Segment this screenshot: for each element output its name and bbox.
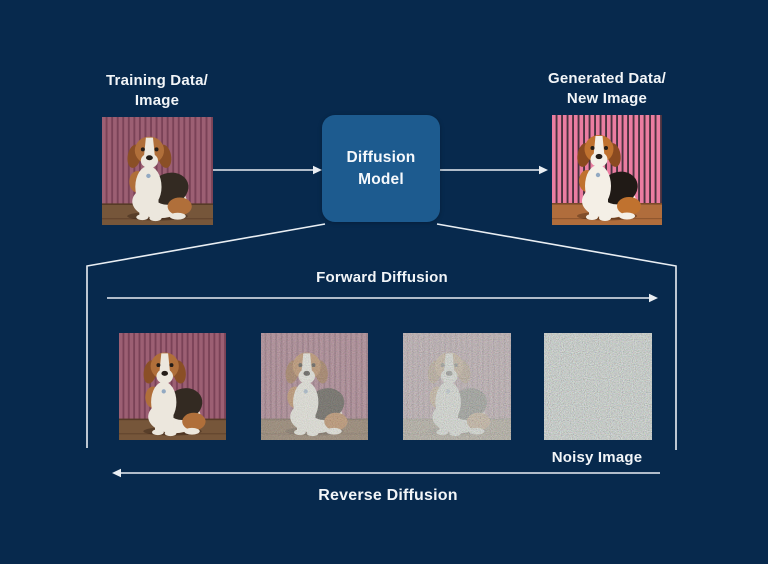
noisy-image-label: Noisy Image: [551, 449, 643, 466]
reverse-diffusion-label: Reverse Diffusion: [318, 487, 458, 504]
diffusion-model-box: Diffusion Model: [322, 115, 440, 222]
sequence-image-noise-light: [261, 333, 368, 440]
sequence-image-pure-noise: [544, 333, 652, 440]
arrowhead-left-icon: [112, 468, 121, 478]
forward-diffusion-label: Forward Diffusion: [316, 269, 448, 286]
training-image: [102, 117, 213, 225]
sequence-image-clean: [119, 333, 226, 440]
generated-image: [552, 115, 662, 225]
arrowhead-right-icon: [313, 165, 322, 175]
arrowhead-right-icon: [539, 165, 548, 175]
sequence-image-noise-heavy: [403, 333, 511, 440]
generated-data-label: Generated Data/ New Image: [547, 70, 667, 107]
training-data-label: Training Data/ Image: [106, 72, 208, 109]
arrowhead-right-icon: [649, 293, 658, 303]
